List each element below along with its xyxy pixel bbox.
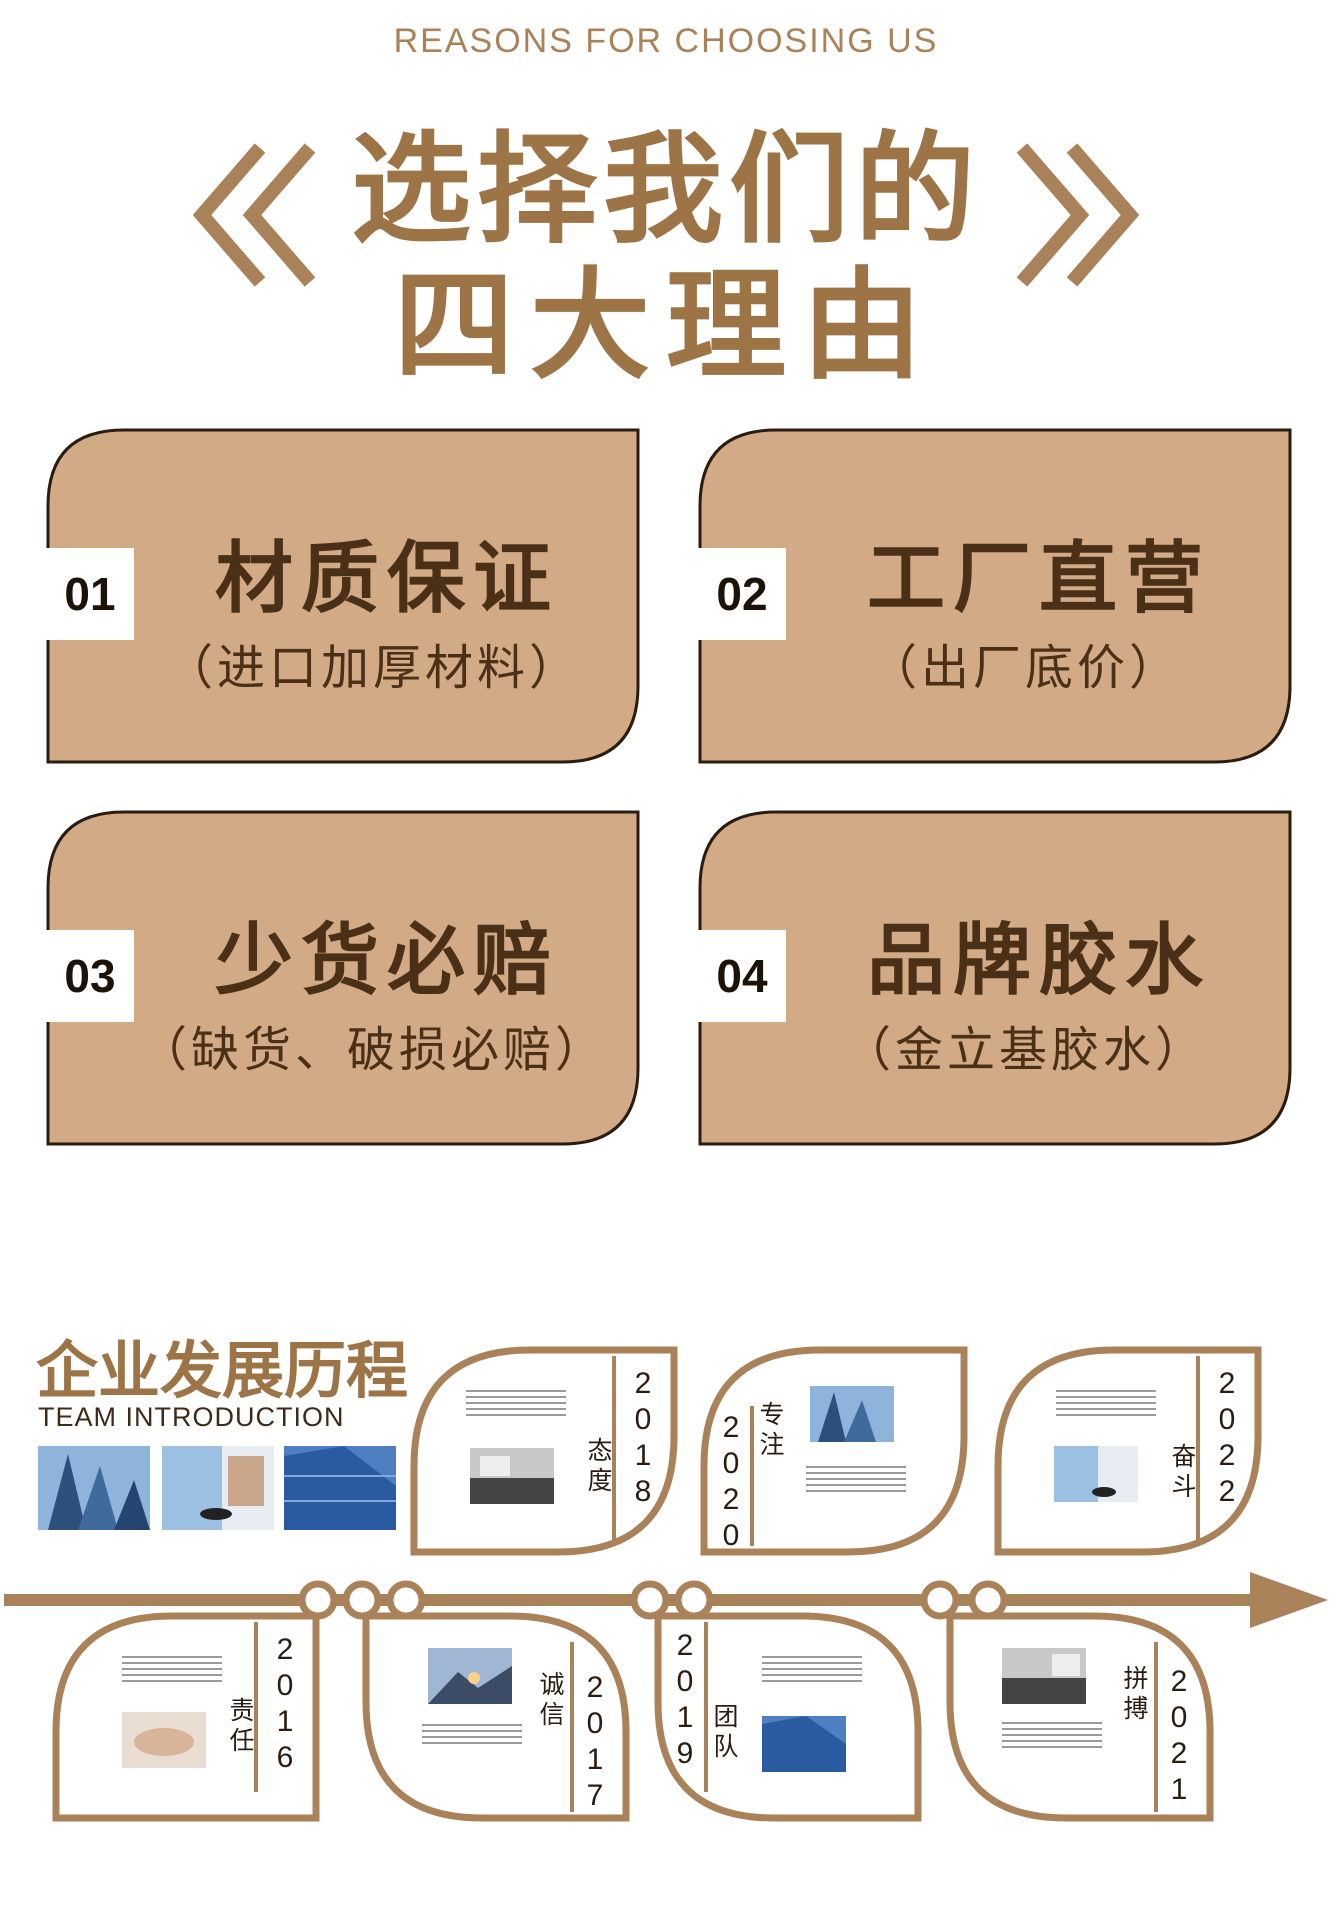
double-chevron-right-icon: [1016, 143, 1140, 287]
card-shape: [698, 810, 1292, 1146]
leaf-shape: [700, 1346, 968, 1556]
office-interior-photo: [1002, 1648, 1086, 1704]
reason-subtitle: （缺货、破损必赔）: [138, 1022, 607, 1078]
skyscraper-photo: [762, 1716, 846, 1772]
card-shape: [46, 428, 640, 764]
card-shape: [698, 428, 1292, 764]
reason-card-2: 02 工厂直营 （出厂底价）: [698, 428, 1292, 764]
reason-card-3: 03 少货必赔 （缺货、破损必赔）: [46, 810, 640, 1146]
milestone-word: 专注: [759, 1400, 785, 1459]
history-subtitle-en: TEAM INTRODUCTION: [38, 1402, 345, 1432]
reason-number: 04: [698, 930, 786, 1022]
milestone-word: 奋斗: [1171, 1442, 1197, 1501]
sunrise-mountain-photo: [428, 1648, 512, 1704]
reason-title: 材质保证: [214, 534, 559, 624]
header-subtitle-en: REASONS FOR CHOOSING US: [393, 22, 939, 60]
reason-card-4: 04 品牌胶水 （金立基胶水）: [698, 810, 1292, 1146]
milestone-word: 团队: [713, 1702, 739, 1761]
page-title-line-2: 四大理由: [394, 257, 938, 396]
timeline-arrow-icon: [1250, 1572, 1328, 1628]
reason-number: 02: [698, 548, 786, 640]
history-title: 企业发展历程: [36, 1334, 409, 1407]
handshake-photo: [122, 1712, 206, 1768]
page-title-line-1: 选择我们的: [351, 121, 981, 260]
milestone-word: 态度: [587, 1436, 613, 1495]
office-desk-photo: [1054, 1446, 1138, 1502]
reason-title: 少货必赔: [214, 916, 559, 1006]
reason-number: 03: [46, 930, 134, 1022]
reason-subtitle: （金立基胶水）: [842, 1022, 1207, 1078]
card-shape: [46, 810, 640, 1146]
timeline-line: [4, 1572, 1328, 1628]
milestone-word: 拼搏: [1123, 1664, 1149, 1723]
reason-card-1: 01 材质保证 （进口加厚材料）: [46, 428, 640, 764]
skyscraper-photo: [284, 1446, 396, 1530]
office-desk-photo: [162, 1446, 274, 1530]
double-chevron-left-icon: [192, 143, 316, 287]
reason-title: 品牌胶水: [866, 916, 1211, 1006]
building-photo: [38, 1446, 150, 1530]
milestone-word: 诚信: [539, 1670, 565, 1729]
building-photo: [810, 1386, 894, 1442]
milestone-word: 责任: [229, 1696, 255, 1755]
reason-title: 工厂直营: [866, 534, 1211, 624]
reason-subtitle: （出厂底价）: [868, 640, 1181, 696]
office-interior-photo: [470, 1448, 554, 1504]
reason-number: 01: [46, 548, 134, 640]
reason-subtitle: （进口加厚材料）: [164, 640, 581, 696]
